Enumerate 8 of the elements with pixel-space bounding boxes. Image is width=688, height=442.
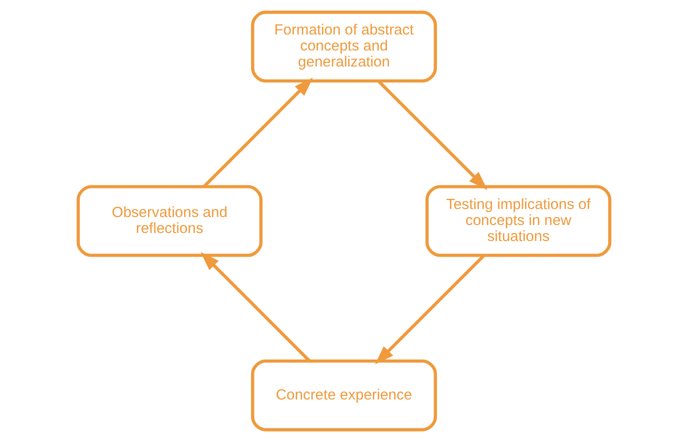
arrow: [375, 254, 486, 364]
arrow: [202, 78, 313, 188]
node-box: Concrete experience: [251, 360, 437, 432]
node-box: Testing implications of concepts in new situations: [425, 185, 612, 257]
node-box: Formation of abstract concepts and generalization: [251, 10, 437, 82]
node-box: Observations and reflections: [76, 185, 263, 257]
arrow: [377, 80, 488, 190]
arrow: [200, 252, 311, 362]
